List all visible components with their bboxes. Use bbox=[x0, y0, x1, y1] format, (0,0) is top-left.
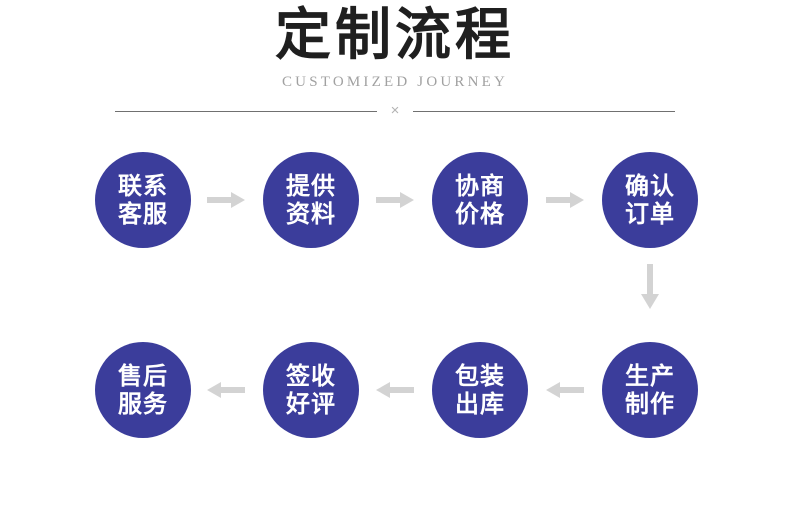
divider: × bbox=[115, 102, 675, 120]
flow-step-provide-materials[interactable]: 提供 资料 bbox=[263, 152, 359, 248]
divider-line-right bbox=[413, 111, 675, 112]
arrow-head bbox=[400, 192, 414, 208]
arrow-right-icon bbox=[376, 192, 414, 208]
arrow-head bbox=[546, 382, 560, 398]
arrow-head bbox=[641, 294, 659, 309]
arrow-shaft bbox=[558, 387, 584, 393]
flow-step-label-line1: 提供 bbox=[286, 172, 336, 200]
flow-step-label-line1: 包装 bbox=[455, 362, 505, 390]
flow-step-after-sales-service[interactable]: 售后 服务 bbox=[95, 342, 191, 438]
arrow-right-icon bbox=[207, 192, 245, 208]
page-subtitle: CUSTOMIZED JOURNEY bbox=[281, 74, 509, 90]
page-header: 定制流程 CUSTOMIZED JOURNEY × bbox=[0, 0, 790, 120]
arrow-shaft bbox=[219, 387, 245, 393]
arrow-left-icon bbox=[207, 382, 245, 398]
process-flow-diagram: 联系 客服 提供 资料 协商 价格 确认 订单 bbox=[0, 140, 790, 450]
flow-step-contact-service[interactable]: 联系 客服 bbox=[95, 152, 191, 248]
divider-line-left bbox=[115, 111, 377, 112]
flow-row-1: 联系 客服 提供 资料 协商 价格 确认 订单 bbox=[0, 140, 790, 309]
flow-step-label-line1: 确认 bbox=[625, 172, 675, 200]
flow-step-confirm-order[interactable]: 确认 订单 bbox=[602, 152, 698, 248]
flow-step-label-line2: 价格 bbox=[455, 200, 505, 228]
flow-step-label-line2: 客服 bbox=[118, 200, 168, 228]
arrow-shaft bbox=[647, 264, 653, 296]
flow-step-label-line1: 协商 bbox=[455, 172, 505, 200]
flow-step-packaging-shipping[interactable]: 包装 出库 bbox=[432, 342, 528, 438]
flow-step-label-line1: 联系 bbox=[118, 172, 168, 200]
arrow-right-icon bbox=[546, 192, 584, 208]
arrow-head bbox=[570, 192, 584, 208]
flow-step-production[interactable]: 生产 制作 bbox=[602, 342, 698, 438]
flow-step-label-line1: 售后 bbox=[118, 362, 168, 390]
flow-step-sign-review[interactable]: 签收 好评 bbox=[263, 342, 359, 438]
flow-step-label-line1: 生产 bbox=[625, 362, 675, 390]
flow-step-label-line2: 好评 bbox=[286, 390, 336, 418]
arrow-head bbox=[376, 382, 390, 398]
arrow-head bbox=[207, 382, 221, 398]
flow-row-2: 售后 服务 签收 好评 包装 出库 生产 制作 bbox=[0, 330, 790, 450]
flow-step-negotiate-price[interactable]: 协商 价格 bbox=[432, 152, 528, 248]
arrow-shaft bbox=[546, 197, 572, 203]
flow-step-label-line2: 资料 bbox=[286, 200, 336, 228]
page-title: 定制流程 bbox=[275, 3, 515, 68]
flow-step-label-line1: 签收 bbox=[286, 362, 336, 390]
arrow-shaft bbox=[388, 387, 414, 393]
arrow-left-icon bbox=[546, 382, 584, 398]
flow-step-label-line2: 订单 bbox=[625, 200, 675, 228]
arrow-shaft bbox=[207, 197, 233, 203]
divider-x-icon: × bbox=[390, 102, 400, 119]
arrow-head bbox=[231, 192, 245, 208]
flow-step-label-line2: 出库 bbox=[455, 390, 505, 418]
arrow-down-icon bbox=[641, 264, 659, 310]
flow-step-label-line2: 制作 bbox=[625, 390, 675, 418]
arrow-shaft bbox=[376, 197, 402, 203]
arrow-left-icon bbox=[376, 382, 414, 398]
flow-step-label-line2: 服务 bbox=[118, 390, 168, 418]
